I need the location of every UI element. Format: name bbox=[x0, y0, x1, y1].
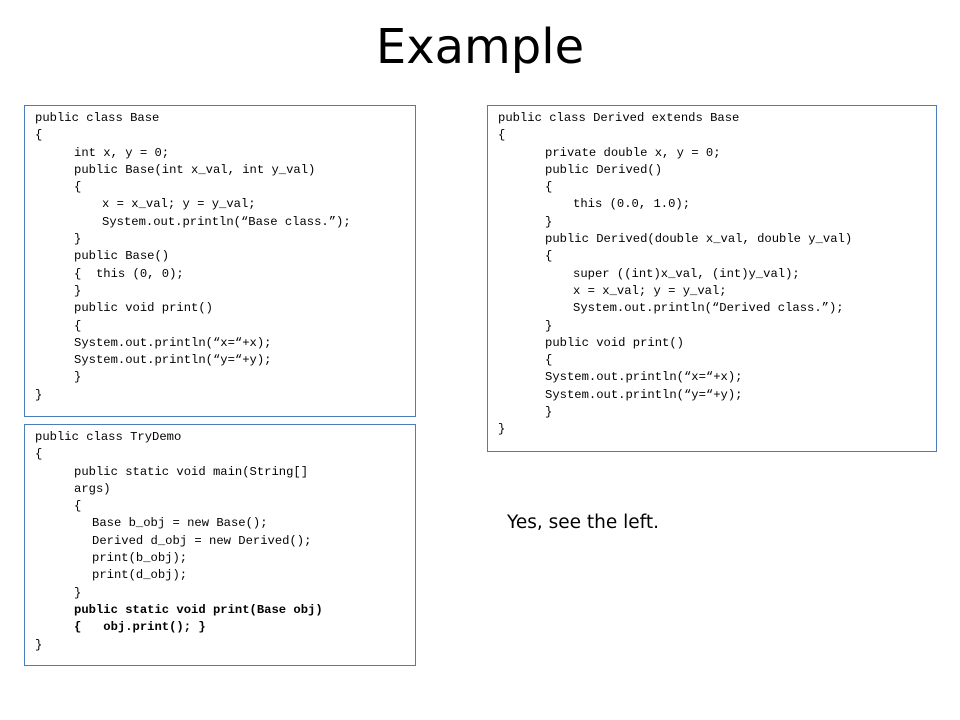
code-line: public Derived() bbox=[545, 162, 663, 177]
code-line: { bbox=[35, 128, 43, 143]
code-line: public class Derived extends Base bbox=[498, 111, 740, 125]
code-line: public Base(int x_val, int y_val) bbox=[74, 162, 316, 177]
code-line: x = x_val; y = y_val; bbox=[573, 283, 727, 298]
code-line: } bbox=[74, 232, 82, 247]
code-line: args) bbox=[74, 481, 111, 496]
code-line: System.out.println(“y=“+y); bbox=[545, 387, 743, 402]
code-block-derived-class: public class Derived extends Base { privat… bbox=[487, 105, 937, 452]
code-line: this (0.0, 1.0); bbox=[573, 197, 691, 212]
code-line: System.out.println(“x=“+x); bbox=[74, 335, 272, 350]
code-line: System.out.println(“Derived class.”); bbox=[573, 301, 844, 316]
code-line: int x, y = 0; bbox=[74, 145, 170, 160]
code-line: { bbox=[545, 180, 553, 195]
code-line: Base b_obj = new Base(); bbox=[92, 516, 268, 531]
code-line: } bbox=[498, 422, 506, 437]
code-block-base-class: public class Base { int x, y = 0; public Ba… bbox=[24, 105, 416, 417]
code-line: } bbox=[545, 214, 553, 229]
code-line: public class Base bbox=[35, 111, 160, 125]
code-line: public class TryDemo bbox=[35, 430, 182, 444]
code-line: public void print() bbox=[74, 301, 213, 316]
code-line: Derived d_obj = new Derived(); bbox=[92, 533, 312, 548]
code-line: { obj.print(); } bbox=[74, 620, 206, 635]
code-line: print(d_obj); bbox=[92, 568, 188, 583]
code-line: public static void main(String[] bbox=[74, 464, 309, 479]
code-line: { bbox=[74, 180, 82, 195]
code-line: } bbox=[74, 370, 82, 385]
code-line: public void print() bbox=[545, 335, 684, 350]
code-line: public Derived(double x_val, double y_va… bbox=[545, 232, 853, 247]
code-block-trydemo-class: public class TryDemo { public static void … bbox=[24, 424, 416, 666]
code-line: print(b_obj); bbox=[92, 551, 188, 566]
code-line: { bbox=[545, 249, 553, 264]
code-line: System.out.println(“Base class.”); bbox=[102, 214, 351, 229]
code-line: } bbox=[74, 283, 82, 298]
code-line: { bbox=[35, 447, 43, 462]
code-line: x = x_val; y = y_val; bbox=[102, 197, 256, 212]
code-line: { bbox=[74, 318, 82, 333]
code-line: } bbox=[35, 387, 43, 402]
code-line: { bbox=[545, 353, 553, 368]
code-line: super ((int)x_val, (int)y_val); bbox=[573, 266, 800, 281]
code-line: { this (0, 0); bbox=[74, 266, 184, 281]
code-line: { bbox=[74, 499, 82, 514]
code-line: } bbox=[545, 318, 553, 333]
code-line: public static void print(Base obj) bbox=[74, 602, 323, 617]
code-line: } bbox=[35, 637, 43, 652]
code-line: System.out.println(“x=“+x); bbox=[545, 370, 743, 385]
code-line: { bbox=[498, 128, 506, 143]
code-line: public Base() bbox=[74, 249, 170, 264]
code-line: System.out.println(“y=“+y); bbox=[74, 353, 272, 368]
code-line: } bbox=[545, 405, 553, 420]
code-line: } bbox=[74, 585, 82, 600]
slide-title: Example bbox=[375, 19, 585, 75]
code-line: private double x, y = 0; bbox=[545, 145, 721, 160]
answer-caption: Yes, see the left. bbox=[507, 512, 659, 533]
